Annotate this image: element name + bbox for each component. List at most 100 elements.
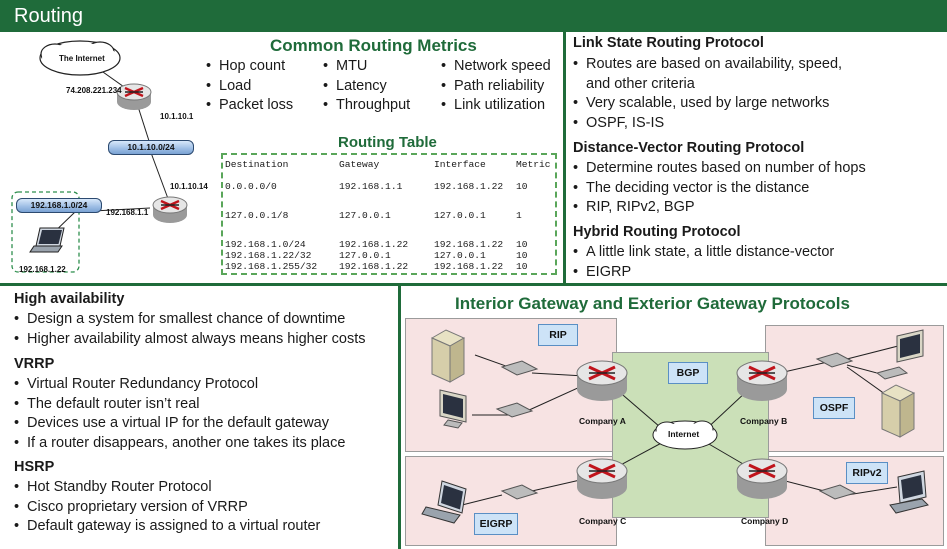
column-header: Metric bbox=[516, 159, 551, 170]
keyboard-icon bbox=[875, 366, 909, 380]
table-cell: 192.168.1.22/32 bbox=[225, 250, 312, 261]
metrics-column-2: MTU Latency Throughput bbox=[323, 57, 410, 116]
table-cell: 127.0.0.1 bbox=[434, 250, 486, 261]
list-item: The default router isn’t real bbox=[14, 395, 345, 415]
protocol-label-eigrp: EIGRP bbox=[474, 513, 518, 535]
company-b-label: Company B bbox=[740, 416, 788, 426]
protocol-label-bgp: BGP bbox=[668, 362, 708, 384]
table-cell: 192.168.1.22 bbox=[434, 239, 504, 250]
switch-icon bbox=[500, 484, 539, 500]
table-cell: 127.0.0.1 bbox=[339, 250, 391, 261]
vrrp-list: Virtual Router Redundancy Protocol The d… bbox=[14, 375, 345, 453]
table-cell: 192.168.1.1 bbox=[339, 180, 403, 192]
laptop-icon bbox=[889, 470, 929, 514]
pipe-label: 192.168.1.0/24 bbox=[30, 200, 88, 210]
igp-egp-title: Interior Gateway and Exterior Gateway Pr… bbox=[455, 294, 850, 313]
vrrp-title: VRRP bbox=[14, 356, 55, 372]
monitor-icon bbox=[896, 329, 924, 363]
table-row: 127.0.0.1/8 127.0.0.1 127.0.0.1 1 bbox=[225, 202, 551, 228]
metric-item: Path reliability bbox=[441, 77, 551, 97]
metrics-column-1: Hop count Load Packet loss bbox=[206, 57, 293, 116]
ip-label-router2: 10.1.10.14 bbox=[170, 182, 208, 191]
routing-table-title: Routing Table bbox=[338, 134, 437, 151]
router-icon bbox=[576, 360, 628, 401]
internet-cloud-icon bbox=[39, 40, 121, 76]
protocol-label-ripv2: RIPv2 bbox=[846, 462, 888, 484]
metrics-column-3: Network speed Path reliability Link util… bbox=[441, 57, 551, 116]
table-cell: 192.168.1.22 bbox=[339, 261, 409, 272]
link-state-title: Link State Routing Protocol bbox=[573, 35, 764, 51]
list-item: Devices use a virtual IP for the default… bbox=[14, 414, 345, 434]
metric-item: Throughput bbox=[323, 96, 410, 116]
router-icon bbox=[116, 83, 152, 110]
router-icon bbox=[152, 196, 188, 223]
monitor-icon bbox=[439, 389, 467, 429]
table-cell: 10 bbox=[516, 180, 528, 192]
metric-item: Latency bbox=[323, 77, 410, 97]
list-item: Higher availability almost always means … bbox=[14, 330, 365, 350]
switch-icon bbox=[500, 360, 539, 376]
switch-icon bbox=[818, 484, 857, 500]
pipe-label: 10.1.10.0/24 bbox=[127, 142, 175, 152]
table-cell: 0.0.0.0/0 bbox=[225, 180, 277, 192]
routing-table-box: Destination Gateway Interface Metric 0.0… bbox=[221, 153, 557, 275]
laptop-icon bbox=[421, 480, 467, 524]
page-title: Routing bbox=[14, 5, 83, 27]
metric-item: MTU bbox=[323, 57, 410, 77]
table-cell: 192.168.1.22 bbox=[434, 180, 504, 192]
column-header: Destination bbox=[225, 159, 289, 170]
link-pipe-router2 bbox=[149, 149, 171, 205]
table-row: 192.168.1.22/32 127.0.0.1 127.0.0.1 10 bbox=[225, 250, 551, 261]
list-item: RIP, RIPv2, BGP bbox=[573, 198, 866, 218]
metric-item: Hop count bbox=[206, 57, 293, 77]
company-a-label: Company A bbox=[579, 416, 626, 426]
router-icon bbox=[736, 458, 788, 499]
list-item: Cisco proprietary version of VRRP bbox=[14, 498, 320, 518]
list-item-text: and other criteria bbox=[586, 75, 695, 92]
table-cell: 10 bbox=[516, 261, 528, 272]
table-row: 192.168.1.255/32 192.168.1.22 192.168.1.… bbox=[225, 261, 551, 272]
network-pipe-192-168-1: 192.168.1.0/24 bbox=[16, 198, 102, 213]
table-cell: 127.0.0.1 bbox=[339, 209, 391, 221]
divider-vertical-top bbox=[563, 32, 566, 285]
list-item: Routes are based on availability, speed, bbox=[573, 55, 842, 75]
table-row: 192.168.1.0/24 192.168.1.22 192.168.1.22… bbox=[225, 228, 551, 250]
hsrp-title: HSRP bbox=[14, 459, 55, 475]
list-item: The deciding vector is the distance bbox=[573, 179, 866, 199]
distance-vector-title: Distance-Vector Routing Protocol bbox=[573, 140, 805, 156]
cloud-label: The Internet bbox=[59, 54, 105, 63]
table-cell: 127.0.0.1/8 bbox=[225, 209, 289, 221]
laptop-dashed-box bbox=[11, 191, 80, 273]
server-icon bbox=[430, 329, 466, 383]
list-item: Hot Standby Router Protocol bbox=[14, 478, 320, 498]
igp-egp-diagram bbox=[421, 329, 929, 524]
list-item: OSPF, IS-IS bbox=[573, 114, 842, 134]
list-item: Virtual Router Redundancy Protocol bbox=[14, 375, 345, 395]
laptop-icon bbox=[29, 227, 65, 253]
metric-item: Load bbox=[206, 77, 293, 97]
link-state-list: Routes are based on availability, speed,… bbox=[573, 55, 842, 133]
hybrid-title: Hybrid Routing Protocol bbox=[573, 224, 741, 240]
list-item: A little link state, a little distance-v… bbox=[573, 243, 834, 263]
table-cell: 192.168.1.22 bbox=[434, 261, 504, 272]
table-cell: 10 bbox=[516, 250, 528, 261]
protocol-label-rip: RIP bbox=[538, 324, 578, 346]
internet-label: Internet bbox=[668, 429, 700, 439]
ip-label-gateway: 192.168.1.1 bbox=[106, 208, 149, 217]
list-item: EIGRP bbox=[573, 263, 834, 283]
metric-item: Network speed bbox=[441, 57, 551, 77]
hsrp-list: Hot Standby Router Protocol Cisco propri… bbox=[14, 478, 320, 537]
ip-label-router1: 10.1.10.1 bbox=[160, 112, 194, 121]
column-header: Interface bbox=[434, 159, 486, 170]
ip-label-wan: 74.208.221.234 bbox=[66, 86, 122, 95]
high-availability-title: High availability bbox=[14, 291, 125, 307]
list-item: Design a system for smallest chance of d… bbox=[14, 310, 365, 330]
list-item: Default gateway is assigned to a virtual… bbox=[14, 517, 320, 537]
table-cell: 10 bbox=[516, 239, 528, 250]
hybrid-list: A little link state, a little distance-v… bbox=[573, 243, 834, 282]
divider-vertical-bottom bbox=[398, 283, 401, 549]
header-bar bbox=[0, 0, 947, 32]
list-item: Determine routes based on number of hops bbox=[573, 159, 866, 179]
high-availability-list: Design a system for smallest chance of d… bbox=[14, 310, 365, 349]
switch-icon bbox=[815, 352, 854, 368]
